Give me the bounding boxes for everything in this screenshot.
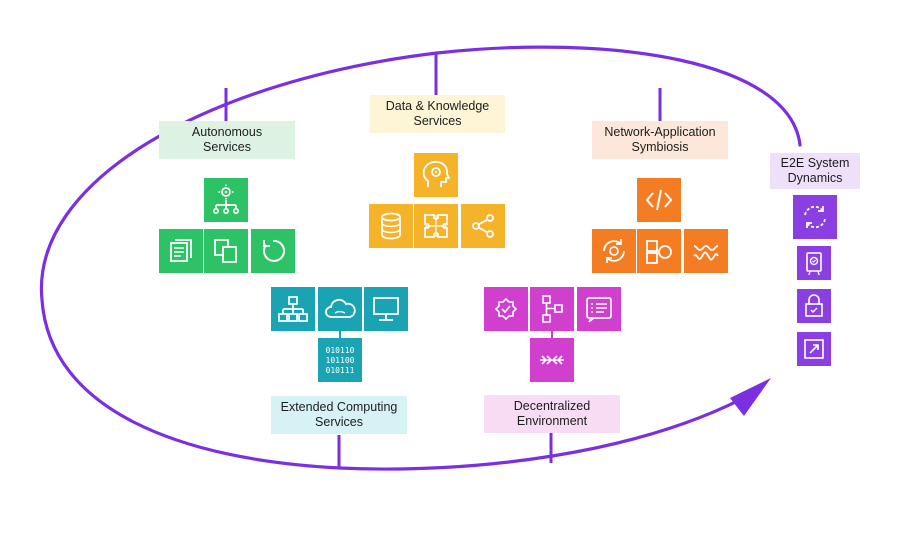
head-gear-icon (414, 153, 458, 197)
binary-line-3: 010111 (326, 366, 355, 375)
ring-path (39, 45, 802, 471)
gear-network-icon (204, 178, 248, 222)
ring-arrowhead (730, 378, 771, 416)
wave-icon (684, 229, 728, 273)
hierarchy-icon (271, 287, 315, 331)
monitor-icon (364, 287, 408, 331)
certificate-icon (797, 246, 831, 280)
label-line: Autonomous (191, 125, 263, 139)
label-line: Data & Knowledge (385, 99, 490, 113)
label-line: Dynamics (787, 171, 843, 185)
label-line: Services (413, 114, 462, 128)
label-line: Network-Application (604, 125, 716, 139)
checklist-icon (577, 287, 621, 331)
flow-icon (530, 287, 574, 331)
binary-line-1: 010110 (326, 346, 355, 355)
label-line: Environment (516, 414, 588, 428)
label-line: E2E System (780, 156, 850, 170)
cycle-gear-icon (592, 229, 636, 273)
label-line: Services (203, 140, 251, 154)
binary-icon: 010110 101100 010111 (318, 338, 362, 382)
refresh-icon (251, 229, 295, 273)
label-line: Decentralized (513, 399, 591, 413)
document-copy-icon (159, 229, 203, 273)
duplicate-icon (204, 229, 248, 273)
cloud-icon (318, 287, 362, 331)
database-icon (369, 204, 413, 248)
badge-check-icon (484, 287, 528, 331)
sync-icon (793, 195, 837, 239)
label-line: Symbiosis (631, 140, 689, 154)
puzzle-icon (414, 204, 458, 248)
code-icon (637, 178, 681, 222)
lock-icon (797, 289, 831, 323)
blockchain-icon (530, 338, 574, 382)
expand-icon (797, 332, 831, 366)
label-line: Services (315, 415, 363, 429)
binary-line-2: 101100 (326, 356, 355, 365)
share-icon (461, 204, 505, 248)
label-line: Extended Computing (280, 400, 398, 414)
shapes-icon (637, 229, 681, 273)
